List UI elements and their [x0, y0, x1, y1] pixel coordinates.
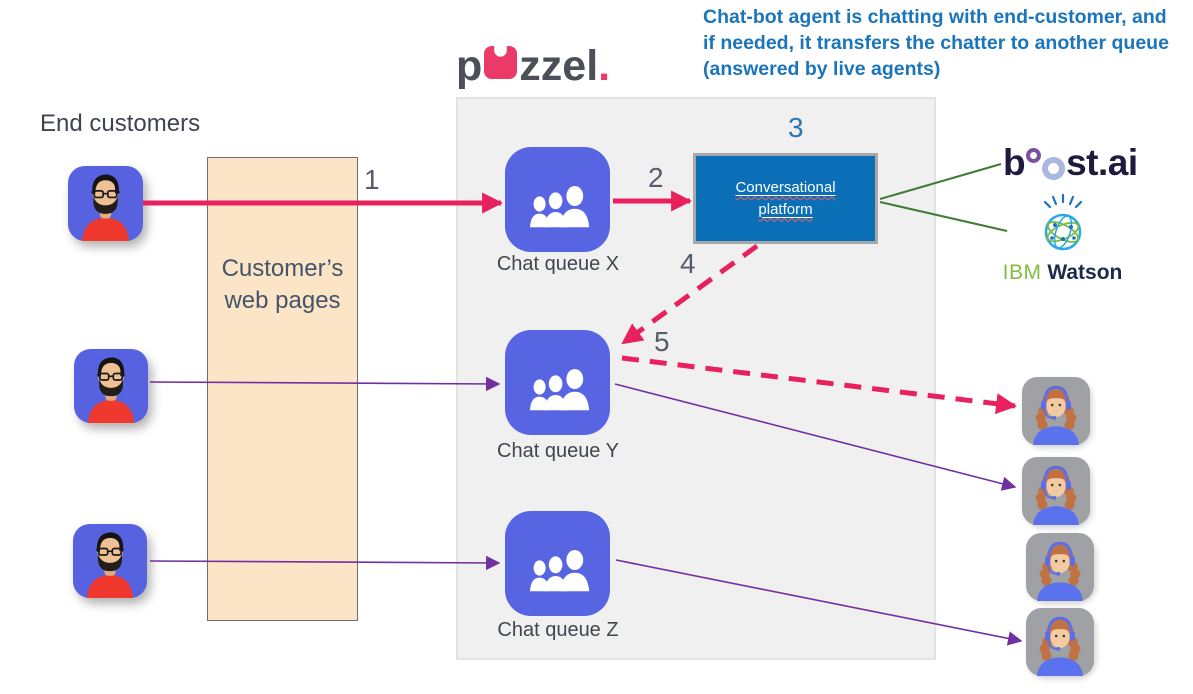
step-4-label: 4 [680, 248, 696, 279]
end-customer-3-avatar [73, 524, 147, 598]
end-customer-2-avatar [74, 349, 148, 423]
web-pages-label-line2: web pages [224, 287, 341, 315]
watson-wordmark: Watson [1047, 261, 1123, 284]
live-agent-4-avatar [1026, 608, 1094, 676]
chat-queue-x-label: Chat queue X [496, 253, 620, 275]
puzzel-logo-dot: . [598, 42, 611, 90]
annotation-text: Chat-bot agent is chatting with end-cust… [703, 6, 1169, 80]
puzzel-logo-p: p [456, 42, 483, 90]
chat-queue-z-label: Chat queue Z [497, 619, 619, 641]
end-customers-heading: End customers [40, 110, 201, 137]
step-3-label: 3 [788, 112, 804, 143]
chat-queue-y-label: Chat queue Y [497, 440, 619, 462]
ibm-wordmark: IBM [1002, 261, 1042, 284]
ibm-watson-logo: IBM Watson [1000, 193, 1125, 285]
puzzel-logo-zzel: zzel [519, 42, 599, 90]
live-agent-2-avatar [1022, 457, 1090, 525]
puzzel-u-icon [484, 44, 518, 87]
boost-o2-icon [1042, 157, 1066, 180]
puzzel-logo: p zzel . [456, 44, 610, 88]
web-pages-label-line1: Customer’s [221, 255, 344, 282]
customer-web-pages-box: Customer’s web pages [207, 157, 358, 621]
platform-label-line1: Conversational [735, 178, 836, 196]
end-customer-1-avatar [68, 166, 143, 241]
step-1-label: 1 [364, 164, 380, 195]
boost-logo-b: b [1003, 142, 1026, 183]
step-2-label: 2 [648, 162, 664, 193]
live-agent-3-avatar [1026, 533, 1094, 601]
boost-ai-logo: b st.ai [1003, 144, 1138, 181]
platform-label-line2: platform [758, 200, 813, 218]
live-agent-1-avatar [1022, 377, 1090, 445]
boost-logo-suffix: st.ai [1066, 142, 1138, 183]
boost-o1-icon [1026, 148, 1042, 163]
chat-queue-x-icon [505, 147, 610, 252]
step-5-label: 5 [654, 326, 670, 357]
watson-globe-icon [1043, 193, 1082, 251]
chat-queue-z-icon [505, 511, 610, 616]
conversational-platform-box: Conversational platform [693, 153, 878, 244]
chat-queue-y-icon [505, 330, 610, 435]
